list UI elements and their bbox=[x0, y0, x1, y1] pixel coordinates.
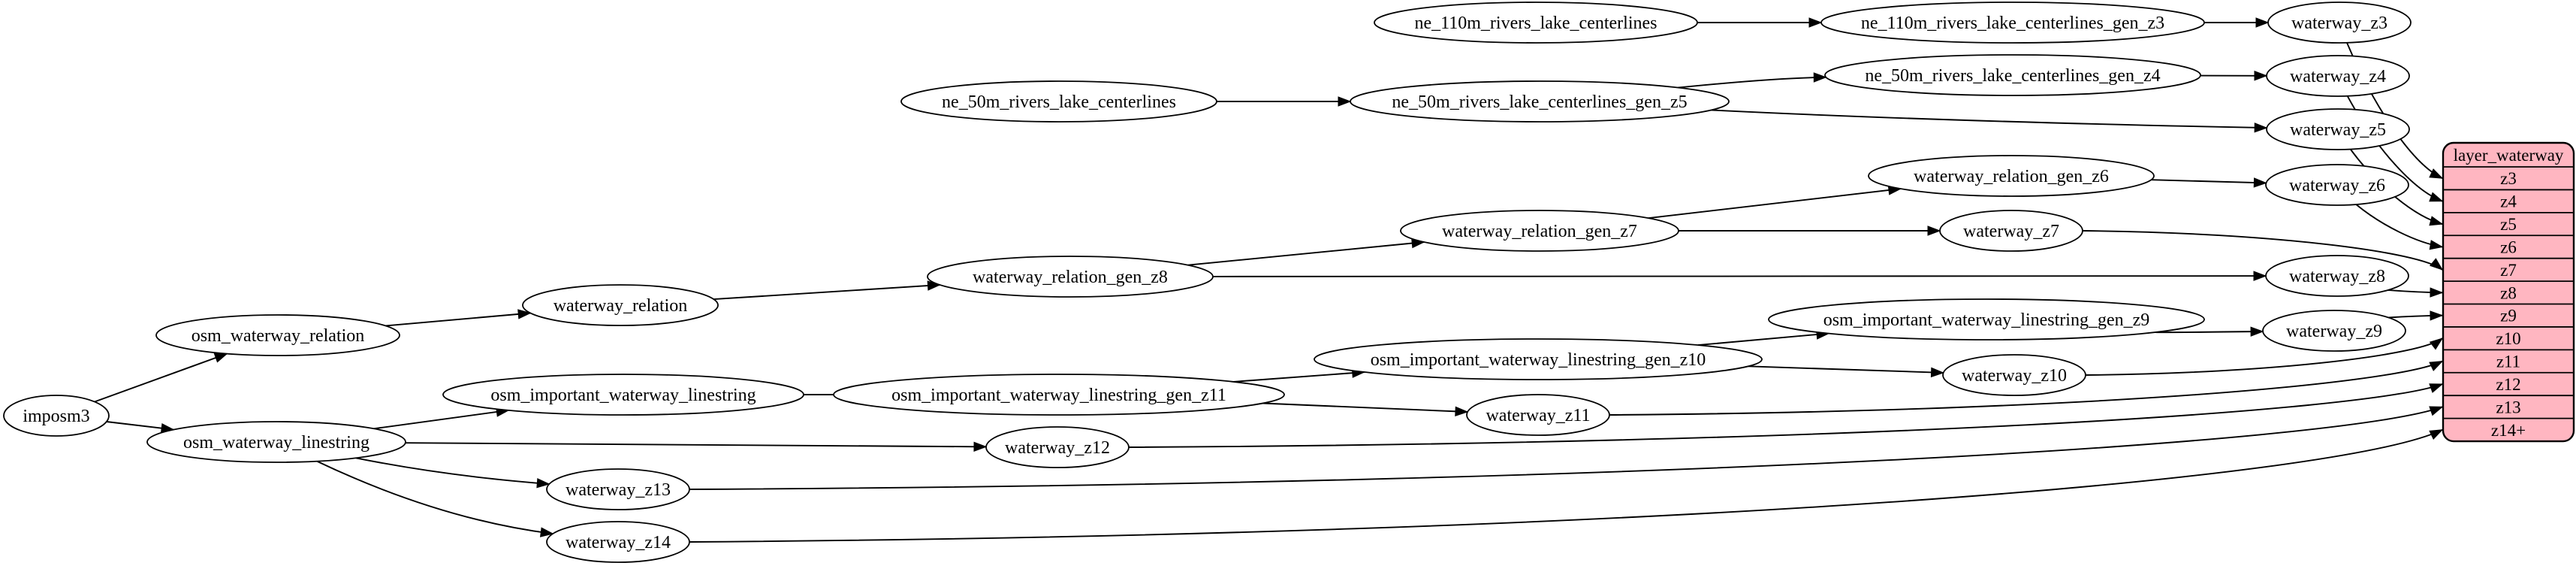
node-label: imposm3 bbox=[23, 407, 89, 426]
node-label: osm_important_waterway_linestring_gen_z9 bbox=[1823, 310, 2150, 330]
node-waterway_z5: waterway_z5 bbox=[2267, 109, 2409, 150]
node-label: osm_waterway_relation bbox=[192, 326, 365, 346]
table-row-z9: z9 bbox=[2500, 307, 2517, 325]
node-label: ne_50m_rivers_lake_centerlines_gen_z5 bbox=[1392, 92, 1687, 112]
edge-osm_important_waterway_linestring_gen_z9-to-waterway_z9 bbox=[2155, 331, 2263, 332]
edge-waterway_relation_gen_z8-to-waterway_z8 bbox=[1213, 276, 2266, 277]
table-row-z14+: z14+ bbox=[2491, 421, 2526, 440]
node-label: waterway_z5 bbox=[2290, 120, 2386, 140]
node-osm_important_waterway_linestring: osm_important_waterway_linestring bbox=[443, 374, 804, 415]
node-ne_110m_rivers_lake_centerlines_gen_z3: ne_110m_rivers_lake_centerlines_gen_z3 bbox=[1821, 2, 2204, 43]
node-label: waterway_relation_gen_z6 bbox=[1914, 167, 2109, 186]
node-label: waterway_z3 bbox=[2291, 14, 2387, 33]
node-ne_50m_rivers_lake_centerlines_gen_z4: ne_50m_rivers_lake_centerlines_gen_z4 bbox=[1825, 55, 2200, 95]
node-waterway_z14: waterway_z14 bbox=[547, 522, 689, 562]
node-waterway_z10: waterway_z10 bbox=[1943, 355, 2086, 395]
node-waterway_z8: waterway_z8 bbox=[2266, 256, 2409, 296]
table-row-z12: z12 bbox=[2496, 375, 2520, 394]
table-row-z7: z7 bbox=[2500, 261, 2517, 280]
node-label: waterway_z6 bbox=[2289, 176, 2385, 195]
table-row-z5: z5 bbox=[2500, 215, 2517, 234]
node-label: waterway_relation_gen_z8 bbox=[973, 268, 1168, 287]
table-row-z11: z11 bbox=[2496, 353, 2520, 371]
node-waterway_z9: waterway_z9 bbox=[2263, 310, 2406, 351]
node-waterway_z4: waterway_z4 bbox=[2267, 56, 2409, 96]
node-waterway_relation: waterway_relation bbox=[523, 285, 718, 325]
node-osm_waterway_linestring: osm_waterway_linestring bbox=[147, 422, 406, 462]
node-waterway_z11: waterway_z11 bbox=[1467, 395, 1609, 435]
node-label: ne_50m_rivers_lake_centerlines_gen_z4 bbox=[1865, 66, 2160, 86]
table-row-z13: z13 bbox=[2496, 398, 2520, 416]
node-label: waterway_z9 bbox=[2286, 322, 2382, 341]
node-label: waterway_z12 bbox=[1005, 438, 1110, 458]
node-ne_110m_rivers_lake_centerlines: ne_110m_rivers_lake_centerlines bbox=[1374, 2, 1697, 43]
node-waterway_z13: waterway_z13 bbox=[547, 469, 689, 510]
node-waterway_z7: waterway_z7 bbox=[1940, 210, 2083, 251]
node-label: osm_important_waterway_linestring_gen_z1… bbox=[891, 386, 1226, 405]
node-waterway_z12: waterway_z12 bbox=[986, 427, 1129, 468]
node-imposm3: imposm3 bbox=[4, 395, 109, 436]
node-ne_50m_rivers_lake_centerlines: ne_50m_rivers_lake_centerlines bbox=[901, 81, 1217, 122]
node-label: waterway_relation_gen_z7 bbox=[1442, 222, 1637, 241]
node-waterway_relation_gen_z6: waterway_relation_gen_z6 bbox=[1869, 156, 2154, 196]
node-osm_waterway_relation: osm_waterway_relation bbox=[156, 315, 400, 356]
node-label: waterway_z4 bbox=[2290, 67, 2386, 86]
table-row-z10: z10 bbox=[2496, 329, 2520, 348]
node-ne_50m_rivers_lake_centerlines_gen_z5: ne_50m_rivers_lake_centerlines_gen_z5 bbox=[1350, 81, 1729, 122]
node-label: ne_110m_rivers_lake_centerlines bbox=[1415, 14, 1658, 33]
node-label: ne_50m_rivers_lake_centerlines bbox=[942, 92, 1176, 112]
node-label: waterway_relation bbox=[554, 296, 688, 316]
node-osm_important_waterway_linestring_gen_z9: osm_important_waterway_linestring_gen_z9 bbox=[1769, 299, 2204, 340]
node-osm_important_waterway_linestring_gen_z10: osm_important_waterway_linestring_gen_z1… bbox=[1314, 339, 1762, 380]
node-waterway_z3: waterway_z3 bbox=[2268, 2, 2411, 43]
node-label: waterway_z7 bbox=[1963, 222, 2059, 241]
node-label: osm_important_waterway_linestring_gen_z1… bbox=[1371, 350, 1706, 370]
node-label: ne_110m_rivers_lake_centerlines_gen_z3 bbox=[1861, 14, 2164, 33]
table-layer-waterway: layer_waterway z3 z4 z5 z6 z7 z8 z9 z10 z11 z12 z13… bbox=[2443, 143, 2574, 441]
node-label: waterway_z11 bbox=[1486, 406, 1590, 425]
table-row-z3: z3 bbox=[2500, 169, 2517, 188]
table-header: layer_waterway bbox=[2454, 146, 2564, 165]
node-waterway_relation_gen_z8: waterway_relation_gen_z8 bbox=[928, 256, 1213, 297]
node-label: waterway_z14 bbox=[566, 533, 671, 552]
node-osm_important_waterway_linestring_gen_z11: osm_important_waterway_linestring_gen_z1… bbox=[834, 374, 1284, 415]
table-row-z4: z4 bbox=[2500, 192, 2517, 211]
node-waterway_z6: waterway_z6 bbox=[2266, 165, 2409, 205]
node-label: waterway_z13 bbox=[566, 480, 671, 500]
node-label: osm_important_waterway_linestring bbox=[490, 386, 756, 405]
table-row-z8: z8 bbox=[2500, 283, 2517, 302]
node-label: waterway_z8 bbox=[2289, 267, 2385, 286]
node-label: osm_waterway_linestring bbox=[183, 433, 370, 452]
node-label: waterway_z10 bbox=[1962, 366, 2067, 386]
table-row-z6: z6 bbox=[2500, 238, 2517, 256]
node-waterway_relation_gen_z7: waterway_relation_gen_z7 bbox=[1401, 210, 1679, 251]
